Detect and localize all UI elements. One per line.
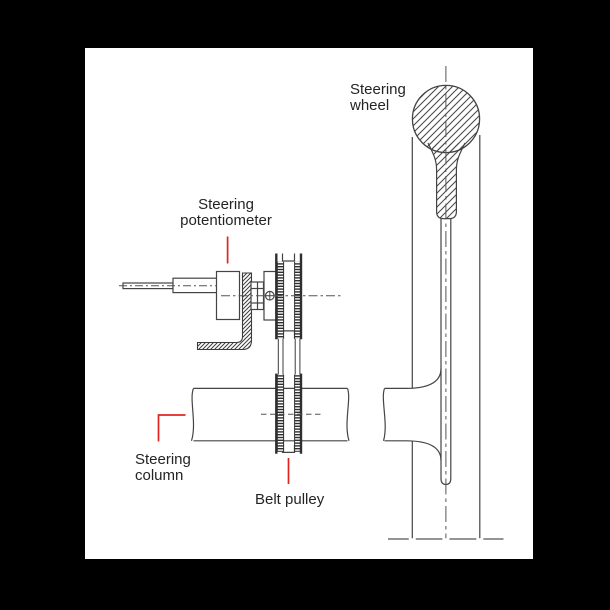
- label-steering-column-line2: column: [135, 467, 184, 484]
- steering-wheel-section: [411, 84, 481, 220]
- label-steering-potentiometer: Steering potentiometer: [146, 197, 306, 229]
- label-steering-column: Steering column: [135, 452, 191, 484]
- label-steering-wheel-line1: Steering: [350, 81, 406, 98]
- label-belt-pulley-text: Belt pulley: [255, 491, 325, 508]
- belt-runs: [277, 338, 301, 375]
- centerlines-left: [119, 285, 344, 415]
- steering-wheel-side-view: [382, 66, 504, 540]
- mounting-bracket: [196, 272, 253, 351]
- label-steering-wheel: Steering wheel: [350, 82, 406, 114]
- steering-column-cylinder: [190, 387, 350, 442]
- label-steering-potentiometer-line1: Steering: [198, 196, 254, 213]
- column-break-right: [346, 388, 350, 441]
- column-break-left: [190, 388, 195, 441]
- potentiometer-assembly-view: [119, 253, 350, 454]
- stub-break: [382, 388, 386, 441]
- label-steering-wheel-line2: wheel: [350, 97, 390, 114]
- label-steering-column-line1: Steering: [135, 451, 191, 468]
- outer-tube: [411, 135, 481, 539]
- label-belt-pulley: Belt pulley: [255, 492, 324, 508]
- label-steering-potentiometer-line2: potentiometer: [180, 212, 272, 229]
- leader-lines: [157, 236, 290, 484]
- pulley-flanges: [275, 253, 303, 454]
- leader-steering-column: [157, 414, 186, 442]
